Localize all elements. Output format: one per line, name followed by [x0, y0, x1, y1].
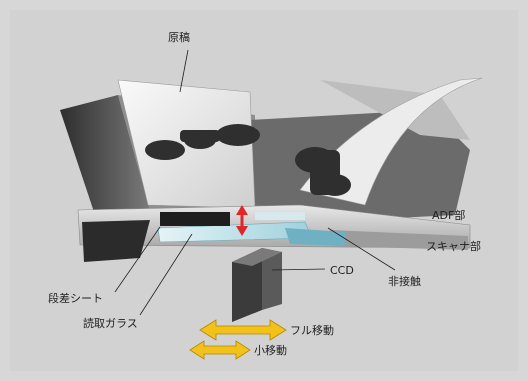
yellow-double-arrow-icon [199, 319, 287, 341]
label-scanner: スキャナ部 [426, 240, 481, 253]
label-step-sheet: 段差シート [48, 292, 103, 305]
ccd-block [232, 248, 262, 322]
red-double-arrow-icon [236, 205, 248, 236]
leader-lines [114, 49, 396, 316]
label-reading-glass: 読取ガラス [83, 317, 138, 330]
step-sheet [160, 212, 230, 226]
yellow-double-arrow-icon [189, 340, 251, 360]
label-ccd: CCD [330, 264, 354, 277]
label-adf: ADF部 [432, 209, 466, 222]
label-full-move: フル移動 [290, 324, 334, 337]
label-non-contact: 非接触 [388, 275, 421, 288]
label-original: 原稿 [168, 31, 190, 44]
original-document [117, 77, 483, 209]
label-small-move: 小移動 [254, 344, 287, 357]
